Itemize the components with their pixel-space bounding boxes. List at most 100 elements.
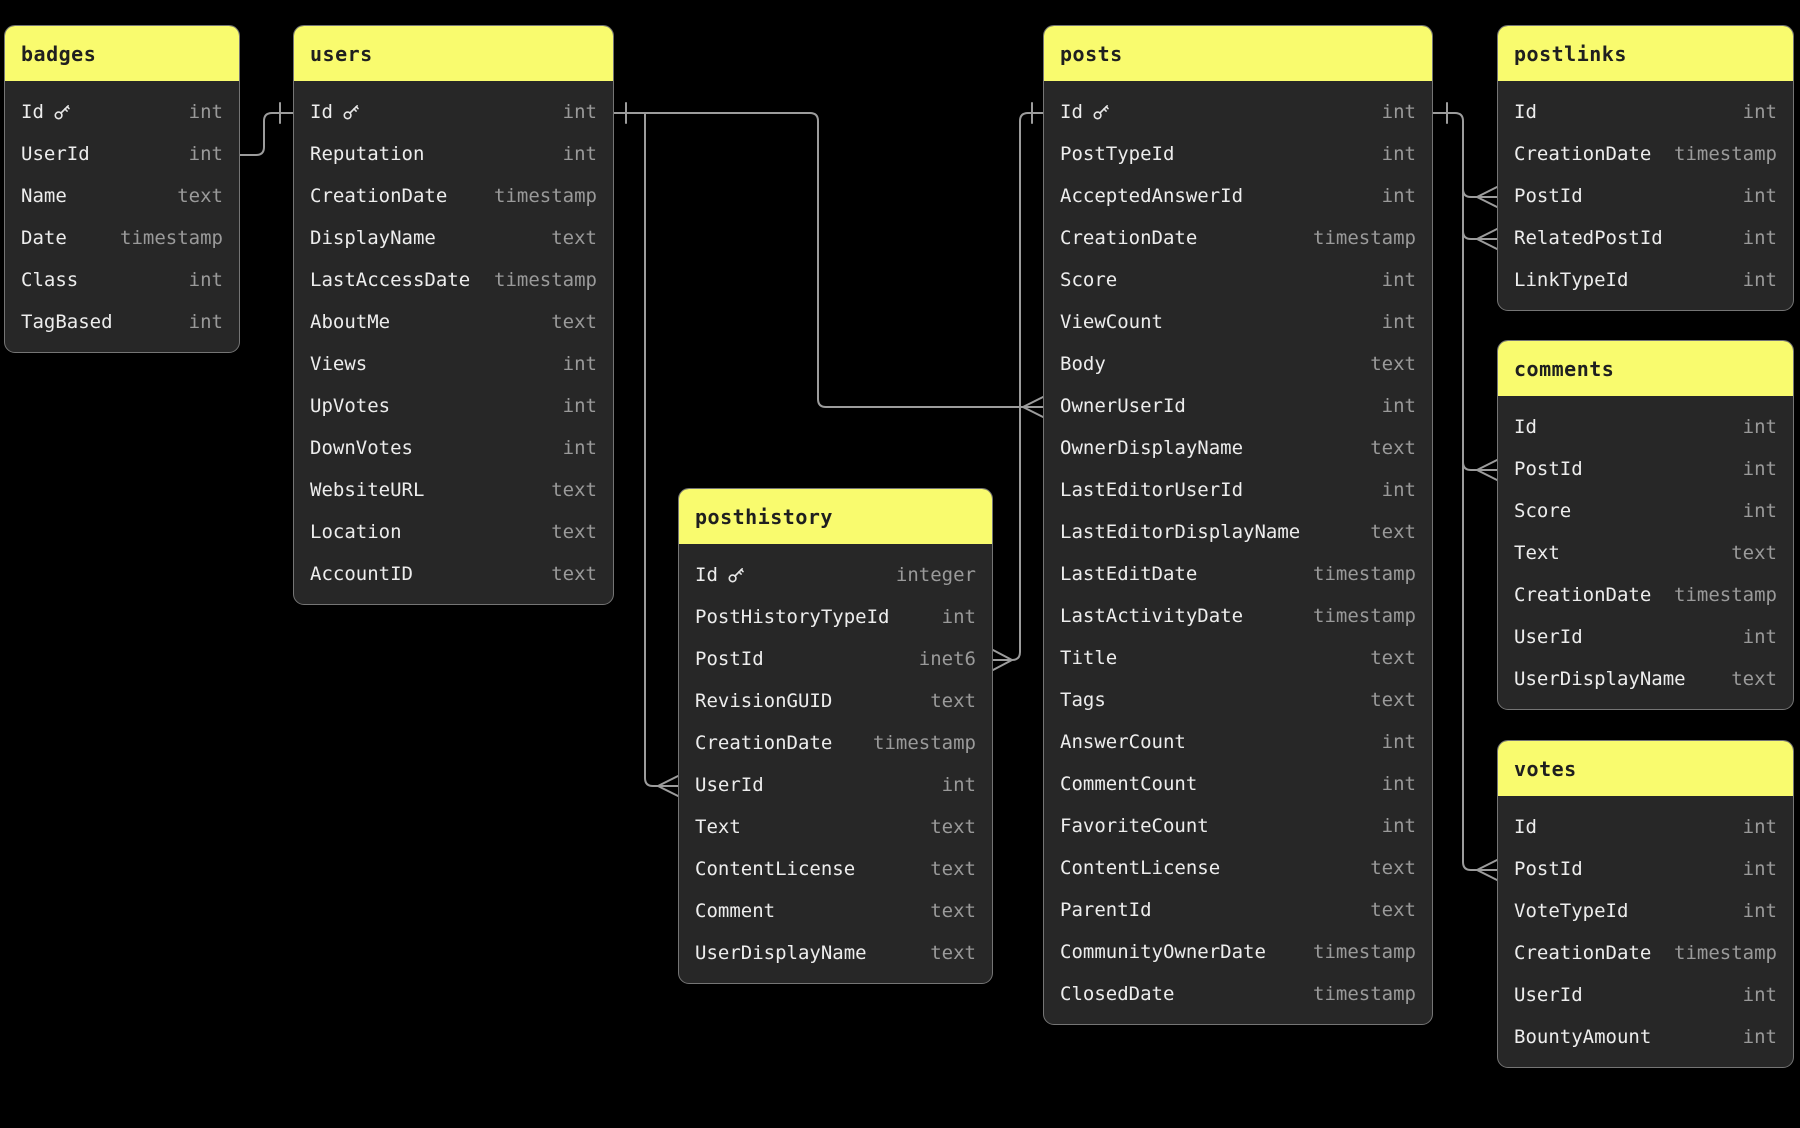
table-header-posthistory[interactable]: posthistory: [679, 489, 992, 544]
relationship-users-posthistory[interactable]: [644, 112, 679, 797]
relationship-posts-comments[interactable]: [1462, 459, 1498, 481]
column-type: int: [1381, 269, 1416, 291]
column-name: ClosedDate: [1060, 983, 1175, 1005]
column-type: text: [930, 858, 976, 880]
table-title: users: [310, 41, 373, 66]
table-header-postlinks[interactable]: postlinks: [1498, 26, 1793, 81]
table-header-badges[interactable]: badges: [5, 26, 239, 81]
relationship-posts-posthistory[interactable]: [992, 102, 1044, 671]
relationship-posts-postlinks-relatedpostid[interactable]: [1462, 228, 1498, 250]
relationship-posts-votes[interactable]: [1432, 102, 1498, 881]
relationship-badges-users[interactable]: [239, 102, 294, 156]
column-name: ViewCount: [1060, 311, 1163, 333]
column-name: FavoriteCount: [1060, 815, 1209, 837]
column-type: timestamp: [1674, 143, 1777, 165]
relationship-posts-postlinks-postid[interactable]: [1462, 186, 1498, 208]
column-name: Id: [695, 564, 718, 586]
table-header-users[interactable]: users: [294, 26, 613, 81]
table-header-votes[interactable]: votes: [1498, 741, 1793, 796]
relationship-users-posts[interactable]: [613, 102, 1044, 418]
column-name: PostHistoryTypeId: [695, 606, 890, 628]
table-header-comments[interactable]: comments: [1498, 341, 1793, 396]
table-header-posts[interactable]: posts: [1044, 26, 1432, 81]
